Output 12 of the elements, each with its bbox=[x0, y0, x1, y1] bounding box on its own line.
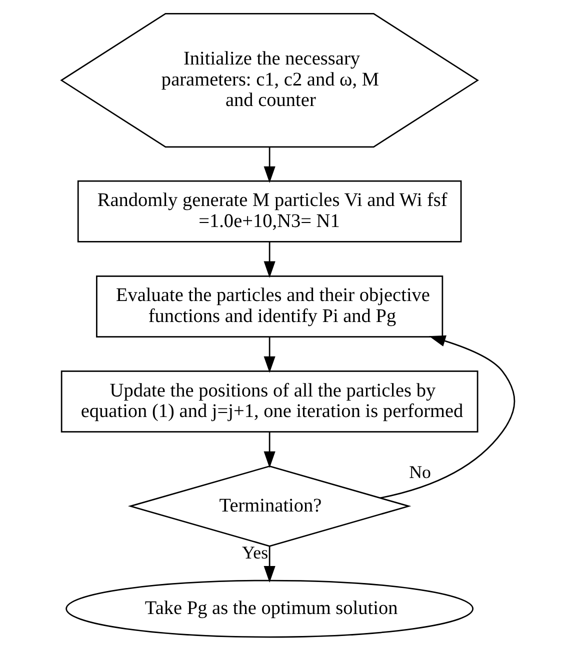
node-diamond: Termination? bbox=[127, 466, 411, 547]
arrow bbox=[263, 146, 275, 183]
node-ellipse: Take Pg as the optimum solution bbox=[65, 580, 474, 638]
arrow bbox=[263, 242, 275, 278]
node-box: Randomly generate M particles Vi and Wi fsf =1.0e+10,N3= N1 bbox=[76, 180, 462, 242]
node-box: Evaluate the particles and their objective functions and identify Pi and Pg bbox=[96, 275, 443, 338]
arrow bbox=[263, 546, 275, 583]
arrow bbox=[380, 335, 515, 499]
node-box: Update the positions of all the particles by equation (1) and j=j+1, one iteration is performed bbox=[60, 370, 478, 432]
arrow bbox=[263, 337, 275, 373]
edge-label: No bbox=[408, 462, 430, 482]
arrow bbox=[263, 432, 275, 468]
